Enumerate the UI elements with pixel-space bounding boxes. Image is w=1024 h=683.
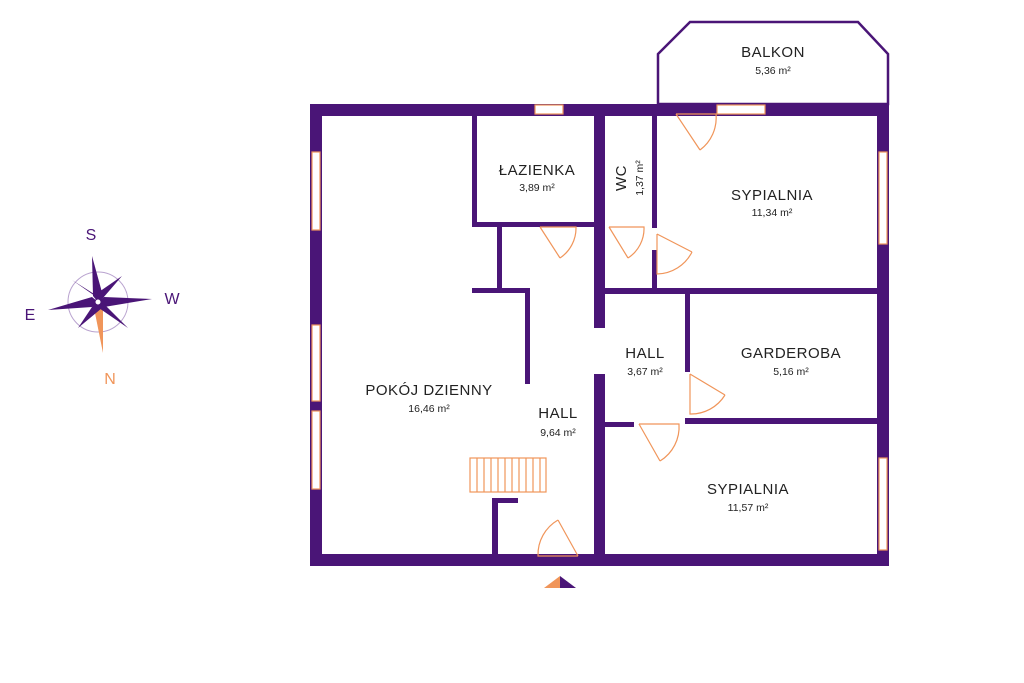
compass-label-east: E (25, 307, 36, 324)
window-right-upper (878, 151, 888, 245)
room-area-pokoj-dzienny: 16,46 m² (408, 403, 450, 415)
door-balkon (675, 113, 717, 151)
room-name-sypialnia-1: SYPIALNIA (731, 187, 813, 204)
room-name-balkon: BALKON (741, 44, 805, 61)
window-left-middle (311, 324, 321, 402)
stairs (469, 457, 547, 493)
room-area-wc: 1,37 m² (634, 160, 646, 196)
room-area-hall-small: 3,67 m² (627, 366, 663, 378)
entrance-marker (544, 576, 576, 588)
room-area-hall-main: 9,64 m² (540, 427, 576, 439)
interior-walls (472, 114, 888, 566)
doors (537, 113, 726, 557)
compass-needle-north (94, 302, 103, 353)
room-name-wc: WC (613, 165, 630, 191)
compass-needle-west (98, 297, 152, 307)
door-lazienka (539, 226, 577, 259)
window-top-sypialnia (716, 104, 766, 115)
room-name-sypialnia-2: SYPIALNIA (707, 481, 789, 498)
compass-needle-east (48, 297, 98, 310)
room-area-sypialnia-2: 11,57 m² (728, 502, 769, 514)
room-name-hall-small: HALL (625, 345, 665, 362)
compass-label-west: W (164, 291, 180, 308)
room-name-garderoba: GARDEROBA (741, 345, 841, 362)
room-area-balkon: 5,36 m² (755, 65, 791, 77)
compass-needle-south (92, 256, 103, 302)
room-name-hall-main: HALL (538, 405, 578, 422)
room-area-garderoba: 5,16 m² (773, 366, 809, 378)
windows (311, 104, 888, 551)
window-left-lower (311, 410, 321, 490)
window-right-lower (878, 457, 888, 551)
compass-label-south: S (86, 227, 97, 244)
room-labels: BALKON 5,36 m² ŁAZIENKA 3,89 m² WC 1,37 … (365, 44, 841, 514)
door-sypialnia-1 (656, 233, 693, 275)
room-area-sypialnia-1: 11,34 m² (752, 207, 793, 219)
room-area-lazienka: 3,89 m² (519, 182, 555, 194)
room-name-pokoj-dzienny: POKÓJ DZIENNY (365, 382, 492, 399)
balcony-outline (656, 20, 890, 106)
door-sypialnia-2 (638, 423, 680, 462)
door-garderoba (689, 373, 726, 415)
compass-rose: S W E N (25, 227, 181, 388)
door-entrance (537, 519, 579, 557)
room-name-lazienka: ŁAZIENKA (499, 162, 576, 179)
compass-label-north: N (104, 371, 116, 388)
door-wc (608, 226, 645, 259)
window-top-lazienka (534, 104, 564, 115)
window-left-upper (311, 151, 321, 231)
